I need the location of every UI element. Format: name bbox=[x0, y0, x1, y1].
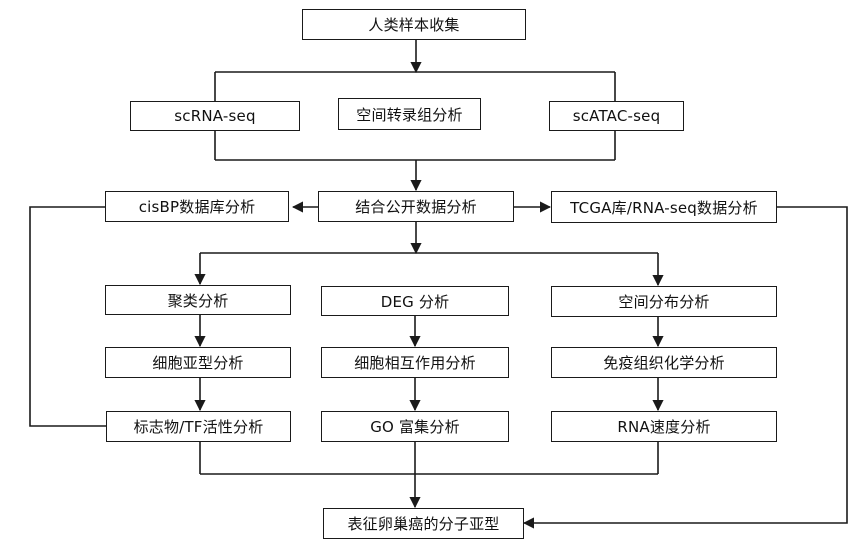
node-tcga: TCGA库/RNA-seq数据分析 bbox=[551, 191, 777, 223]
node-label: scRNA-seq bbox=[174, 107, 256, 125]
node-label: 结合公开数据分析 bbox=[355, 198, 477, 216]
node-ovarian-subtype: 表征卵巢癌的分子亚型 bbox=[323, 508, 524, 539]
node-cell-interaction: 细胞相互作用分析 bbox=[321, 347, 509, 378]
node-label: 细胞亚型分析 bbox=[152, 354, 244, 372]
node-rna-velocity: RNA速度分析 bbox=[551, 411, 777, 442]
node-ihc: 免疫组织化学分析 bbox=[551, 347, 777, 378]
node-label: 标志物/TF活性分析 bbox=[133, 418, 264, 436]
node-sample-collection: 人类样本收集 bbox=[302, 9, 526, 40]
connector-cisbp-loop bbox=[29, 206, 106, 427]
node-label: RNA速度分析 bbox=[617, 418, 711, 436]
node-label: scATAC-seq bbox=[572, 107, 661, 125]
node-label: TCGA库/RNA-seq数据分析 bbox=[570, 198, 758, 217]
node-scatac-seq: scATAC-seq bbox=[549, 101, 684, 131]
node-cell-subtype: 细胞亚型分析 bbox=[105, 347, 291, 378]
node-label: 聚类分析 bbox=[167, 291, 229, 310]
connector-tcga-loop bbox=[522, 206, 848, 529]
node-deg: DEG 分析 bbox=[321, 286, 509, 316]
node-label: 细胞相互作用分析 bbox=[354, 354, 476, 372]
node-marker-tf: 标志物/TF活性分析 bbox=[106, 411, 291, 442]
node-clustering: 聚类分析 bbox=[105, 285, 291, 315]
node-public-data: 结合公开数据分析 bbox=[318, 191, 514, 222]
node-scrna-seq: scRNA-seq bbox=[130, 101, 300, 131]
node-spatial-distribution: 空间分布分析 bbox=[551, 286, 777, 317]
node-label: DEG 分析 bbox=[380, 292, 450, 311]
node-label: 免疫组织化学分析 bbox=[603, 354, 725, 372]
node-cisbp: cisBP数据库分析 bbox=[105, 191, 289, 222]
node-spatial-transcriptome: 空间转录组分析 bbox=[338, 98, 481, 130]
node-label: 空间分布分析 bbox=[618, 293, 710, 311]
node-label: cisBP数据库分析 bbox=[138, 198, 256, 216]
node-go-enrichment: GO 富集分析 bbox=[321, 411, 509, 442]
node-label: GO 富集分析 bbox=[370, 418, 460, 436]
node-label: 表征卵巢癌的分子亚型 bbox=[347, 515, 500, 533]
node-label: 空间转录组分析 bbox=[356, 105, 463, 124]
node-label: 人类样本收集 bbox=[368, 16, 460, 34]
